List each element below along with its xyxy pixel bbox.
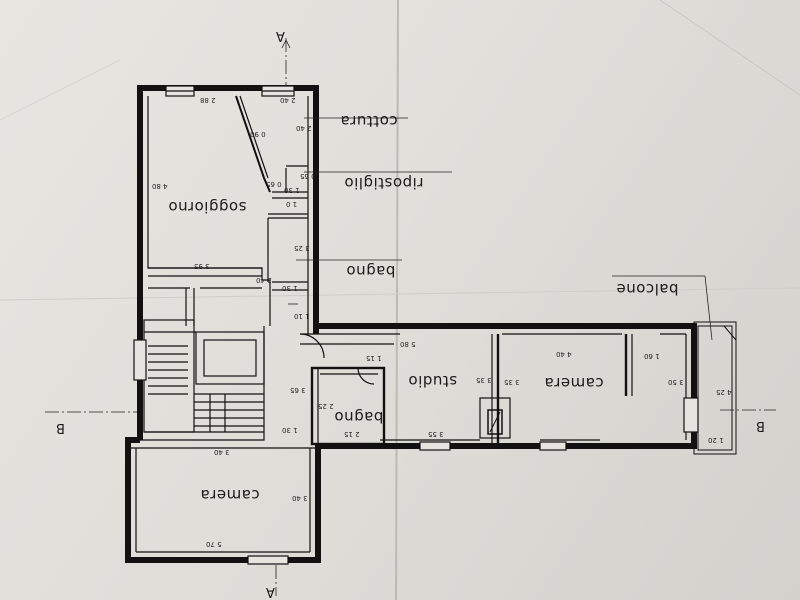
room-label-bagno-upper: bagno: [346, 262, 396, 280]
dimension-label: 4 25: [716, 388, 732, 396]
dimension-label: 1 30: [282, 426, 298, 434]
balcone-leader: [704, 275, 713, 341]
room-label-camera-left: camera: [200, 486, 260, 504]
dimension-label: 4 40: [556, 350, 572, 358]
dimension-label: 3 40: [292, 494, 308, 502]
paper-crease: [659, 0, 800, 96]
room-label-balcone: balcone: [616, 280, 679, 298]
section-arrow-a-top: [281, 39, 291, 49]
dimension-label: 1 0: [286, 200, 298, 208]
section-b-right-label: B: [756, 418, 765, 433]
dimension-label: 1 30: [284, 186, 300, 194]
dimension-label: 0 90: [250, 130, 266, 138]
dimension-label: 1 60: [644, 352, 660, 360]
paper-right-half: [398, 0, 800, 600]
paper-crease: [0, 59, 121, 121]
room-label-bagno-lower: bagno: [334, 408, 384, 426]
dimension-label: 3 65: [290, 386, 306, 394]
room-label-cottura: cottura: [340, 112, 398, 130]
section-a-bottom-label: A: [266, 584, 275, 599]
room-label-soggiorno: soggiorno: [168, 198, 247, 216]
dimension-label: 5 80: [400, 340, 416, 348]
section-b-left-label: B: [56, 420, 65, 435]
balcony-outline: [693, 321, 737, 455]
room-label-studio: studio: [408, 372, 458, 390]
dimension-label: 2 25: [318, 402, 334, 410]
dimension-label: 0 65: [266, 180, 282, 188]
dimension-label: 4 80: [152, 182, 168, 190]
label-leaders: [288, 117, 452, 305]
dimension-label: 2 40: [256, 276, 272, 284]
dimension-label: 3 55: [428, 430, 444, 438]
dimension-label: 3 35: [504, 378, 520, 386]
dimension-label: 3 40: [214, 448, 230, 456]
paper-fold-horizontal: [0, 287, 800, 301]
room-label-ripostiglio: ripostiglio: [344, 174, 424, 192]
dimension-label: 1 30: [282, 284, 298, 292]
dimension-label: 2 88: [200, 96, 216, 104]
dimension-label: 2 15: [344, 430, 360, 438]
room-label-camera-right: camera: [544, 374, 604, 392]
dimension-label: 1 15: [366, 354, 382, 362]
paper-fold-vertical: [395, 0, 399, 600]
paper-left-half: [0, 0, 398, 600]
dimension-label: 3 50: [668, 378, 684, 386]
dimension-label: 3 95: [194, 262, 210, 270]
dimension-label: 3 25: [294, 244, 310, 252]
dimension-label: 1 20: [708, 436, 724, 444]
dimension-label: 2 40: [296, 124, 312, 132]
openings: [133, 85, 699, 565]
dimension-label: 2 40: [280, 96, 296, 104]
dimension-label: 3 35: [476, 376, 492, 384]
dimension-label: 5 70: [206, 540, 222, 548]
dimension-label: 1 10: [294, 312, 310, 320]
section-a-top-label: A: [276, 28, 285, 43]
dimension-label: 0 65: [300, 172, 316, 180]
